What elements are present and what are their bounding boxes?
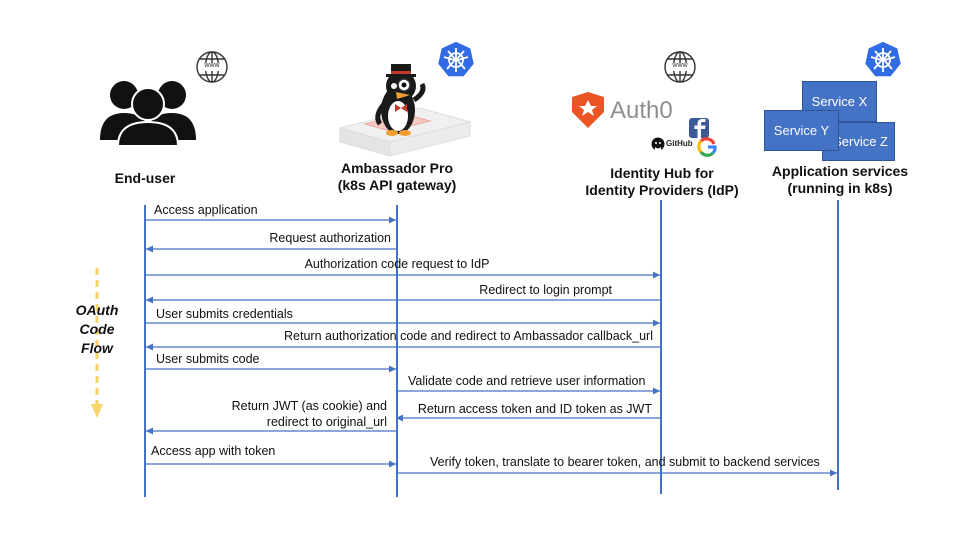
actor-title-gateway-line1: Ambassador Pro	[340, 160, 454, 176]
google-icon	[697, 137, 717, 157]
service-z-label: Service Z	[833, 134, 888, 149]
service-x-box: Service X	[802, 81, 877, 122]
actor-title-gateway-line2: (k8s API gateway)	[337, 177, 457, 193]
ambassador-mascot-icon	[338, 64, 472, 157]
globe-www-label-idp: www	[672, 62, 688, 69]
message-label-10: Return JWT (as cookie) and redirect to o…	[190, 398, 387, 430]
github-icon	[651, 137, 665, 151]
oauth-flow-label-line1: OAuth	[75, 302, 119, 318]
message-label-4: Redirect to login prompt	[479, 283, 612, 297]
actor-title-idp: Identity Hub for Identity Providers (IdP…	[567, 165, 757, 199]
message-label-5: User submits credentials	[156, 307, 293, 321]
actor-title-services-line2: (running in k8s)	[787, 180, 893, 196]
github-label: GitHub	[666, 139, 693, 148]
service-y-label: Service Y	[773, 123, 830, 138]
message-label-9: Return access token and ID token as JWT	[417, 402, 652, 416]
actor-title-idp-line1: Identity Hub for	[610, 165, 714, 181]
actor-title-idp-line2: Identity Providers (IdP)	[585, 182, 739, 198]
auth0-logo-text: Auth0	[610, 97, 673, 124]
message-label-6: Return authorization code and redirect t…	[284, 329, 653, 343]
service-x-label: Service X	[811, 94, 868, 109]
actor-title-gateway: Ambassador Pro (k8s API gateway)	[317, 160, 477, 194]
kubernetes-icon-services	[863, 40, 903, 78]
message-label-2: Request authorization	[269, 231, 391, 245]
actor-title-end-user: End-user	[114, 170, 176, 186]
globe-www-label-end-user: www	[204, 62, 220, 69]
message-arrows	[146, 216, 837, 477]
facebook-icon	[689, 118, 709, 138]
message-label-7: User submits code	[156, 352, 260, 366]
message-label-11: Access app with token	[151, 444, 276, 458]
actor-title-services-line1: Application services	[771, 163, 909, 179]
kubernetes-icon-gateway	[436, 40, 476, 78]
oauth-flow-label-line2: Code	[79, 321, 115, 337]
oauth-flow-label: OAuth Code Flow	[62, 301, 132, 358]
actor-title-services: Application services (running in k8s)	[755, 163, 925, 197]
auth0-logo-icon	[572, 92, 604, 128]
users-icon	[100, 81, 196, 147]
service-y-box: Service Y	[764, 110, 839, 151]
globe-icon-end-user	[196, 51, 228, 83]
message-label-10-line1: Return JWT (as cookie) and	[231, 399, 387, 413]
oauth-flow-arrow	[91, 268, 103, 418]
message-label-12: Verify token, translate to bearer token,…	[430, 455, 820, 469]
message-label-3: Authorization code request to IdP	[304, 257, 490, 271]
message-label-8: Validate code and retrieve user informat…	[408, 374, 646, 388]
oauth-flow-label-line3: Flow	[81, 340, 113, 356]
message-label-1: Access application	[154, 203, 258, 217]
globe-icon-idp	[664, 51, 696, 83]
message-label-10-line2: redirect to original_url	[266, 415, 387, 429]
